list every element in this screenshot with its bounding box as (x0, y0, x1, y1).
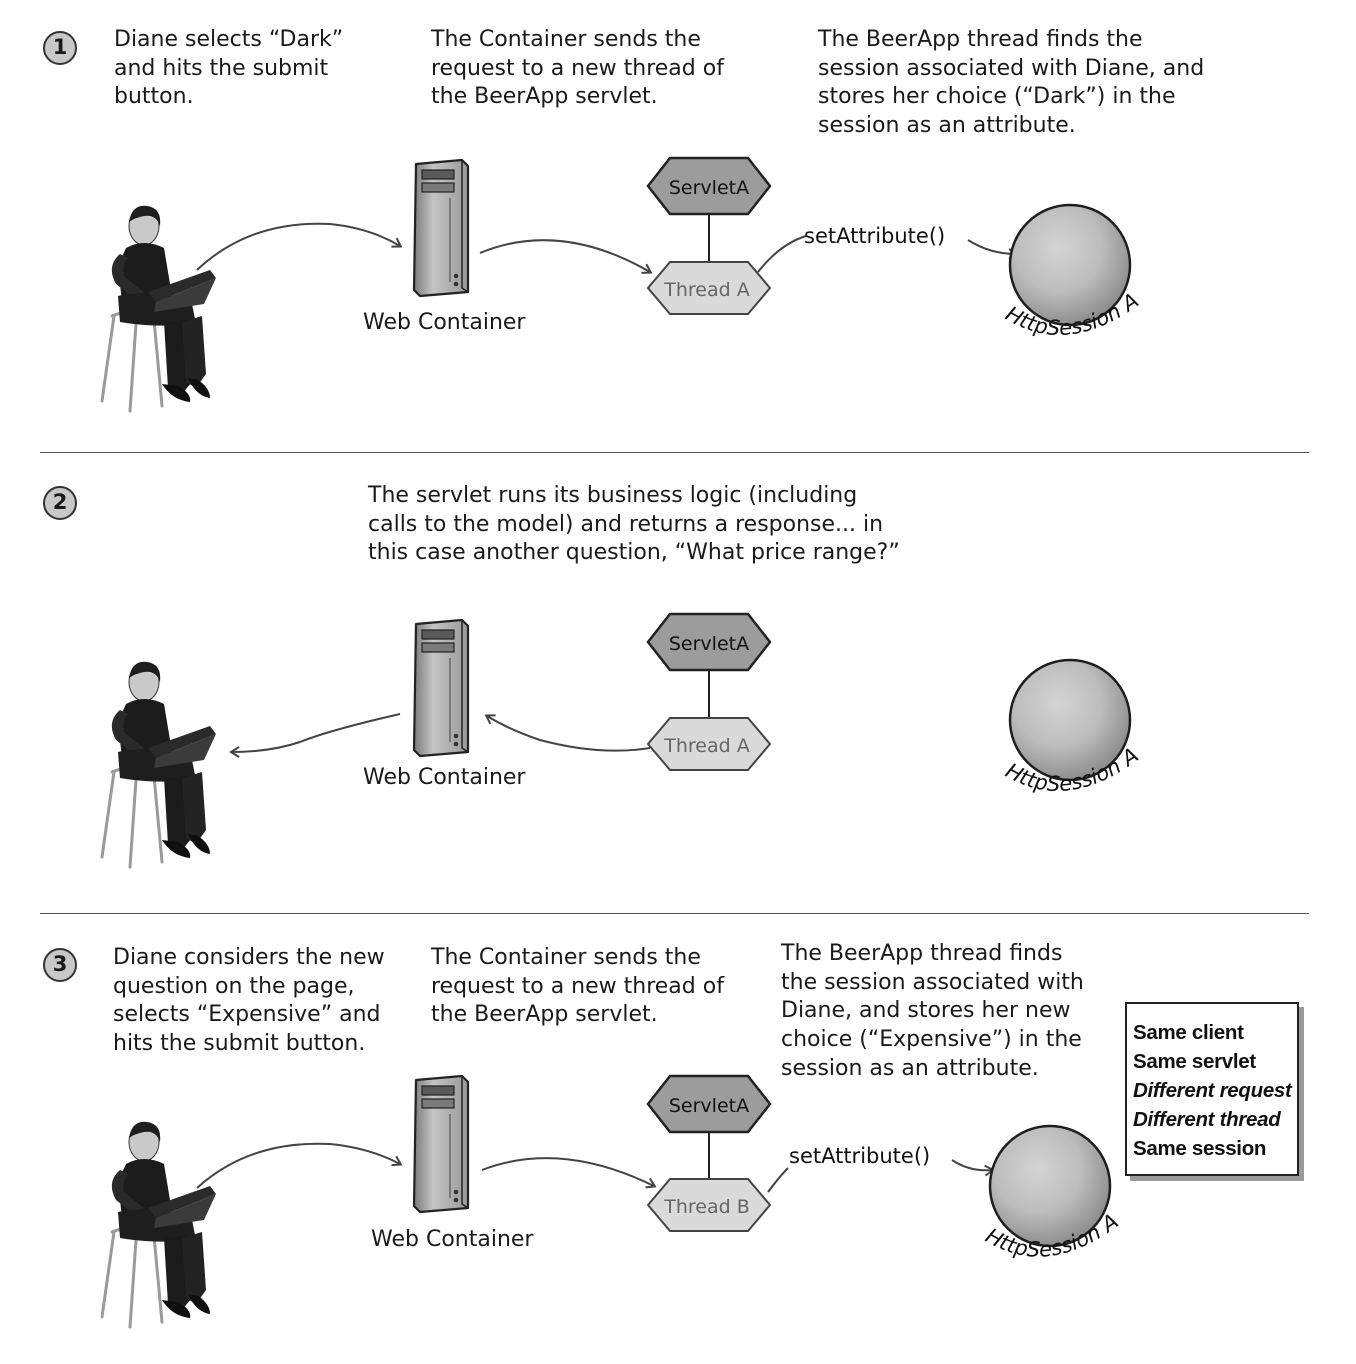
step-description: The Container sends the request to a new… (431, 27, 724, 110)
session-sphere (1008, 203, 1132, 327)
summary-box: Same client Same servlet Different reque… (1125, 1002, 1299, 1176)
web-container-server-icon (412, 1074, 470, 1214)
step-description: The BeerApp thread finds the session ass… (781, 941, 1084, 1081)
thread-shape (646, 1178, 772, 1232)
method-label: setAttribute() (789, 1144, 930, 1168)
step-description: The BeerApp thread finds the session ass… (818, 27, 1205, 139)
servlet-label: ServletA (669, 1095, 749, 1117)
set-attribute-arrow (951, 1159, 995, 1177)
step-number-badge: 2 (43, 486, 77, 520)
thread-label: Thread A (663, 735, 749, 757)
response-arrow (229, 713, 401, 758)
web-container-server-icon (412, 618, 470, 758)
summary-item: Different thread (1133, 1108, 1281, 1131)
session-sphere (1008, 658, 1132, 782)
method-label: setAttribute() (804, 224, 945, 248)
thread-label: Thread A (663, 279, 749, 301)
web-container-label: Web Container (363, 310, 526, 335)
request-arrow (196, 1142, 403, 1189)
step-description: The servlet runs its business logic (inc… (368, 483, 900, 566)
summary-item: Same servlet (1133, 1050, 1256, 1073)
step-number-badge: 1 (43, 31, 77, 65)
servlet-label: ServletA (669, 633, 749, 655)
diane-figure (100, 1120, 218, 1329)
diane-figure (100, 204, 218, 413)
set-attribute-line (767, 1167, 789, 1193)
thread-label: Thread B (663, 1196, 750, 1218)
thread-shape (646, 717, 772, 771)
servlet-label: ServletA (669, 177, 749, 199)
step-description: The Container sends the request to a new… (431, 945, 724, 1028)
servlet-shape (646, 1074, 772, 1134)
section-divider (40, 913, 1309, 914)
section-divider (40, 452, 1309, 453)
set-attribute-line (757, 235, 807, 273)
set-attribute-arrow (967, 239, 1019, 260)
summary-item: Same client (1133, 1021, 1244, 1044)
summary-item: Same session (1133, 1137, 1267, 1160)
step-description: Diane considers the new question on the … (113, 945, 385, 1057)
thread-response-arrow (484, 714, 651, 752)
dispatch-arrow (479, 239, 653, 274)
web-container-label: Web Container (363, 765, 526, 790)
session-sphere (988, 1124, 1112, 1248)
thread-shape (646, 261, 772, 315)
web-container-server-icon (412, 158, 470, 298)
web-container-label: Web Container (371, 1227, 534, 1252)
diane-figure (100, 660, 218, 869)
step-description: Diane selects “Dark” and hits the submit… (114, 27, 344, 110)
servlet-shape (646, 612, 772, 672)
dispatch-arrow (481, 1157, 657, 1189)
step-number-badge: 3 (43, 948, 77, 982)
servlet-shape (646, 156, 772, 216)
request-arrow (196, 222, 403, 271)
summary-item: Different request (1133, 1079, 1292, 1102)
